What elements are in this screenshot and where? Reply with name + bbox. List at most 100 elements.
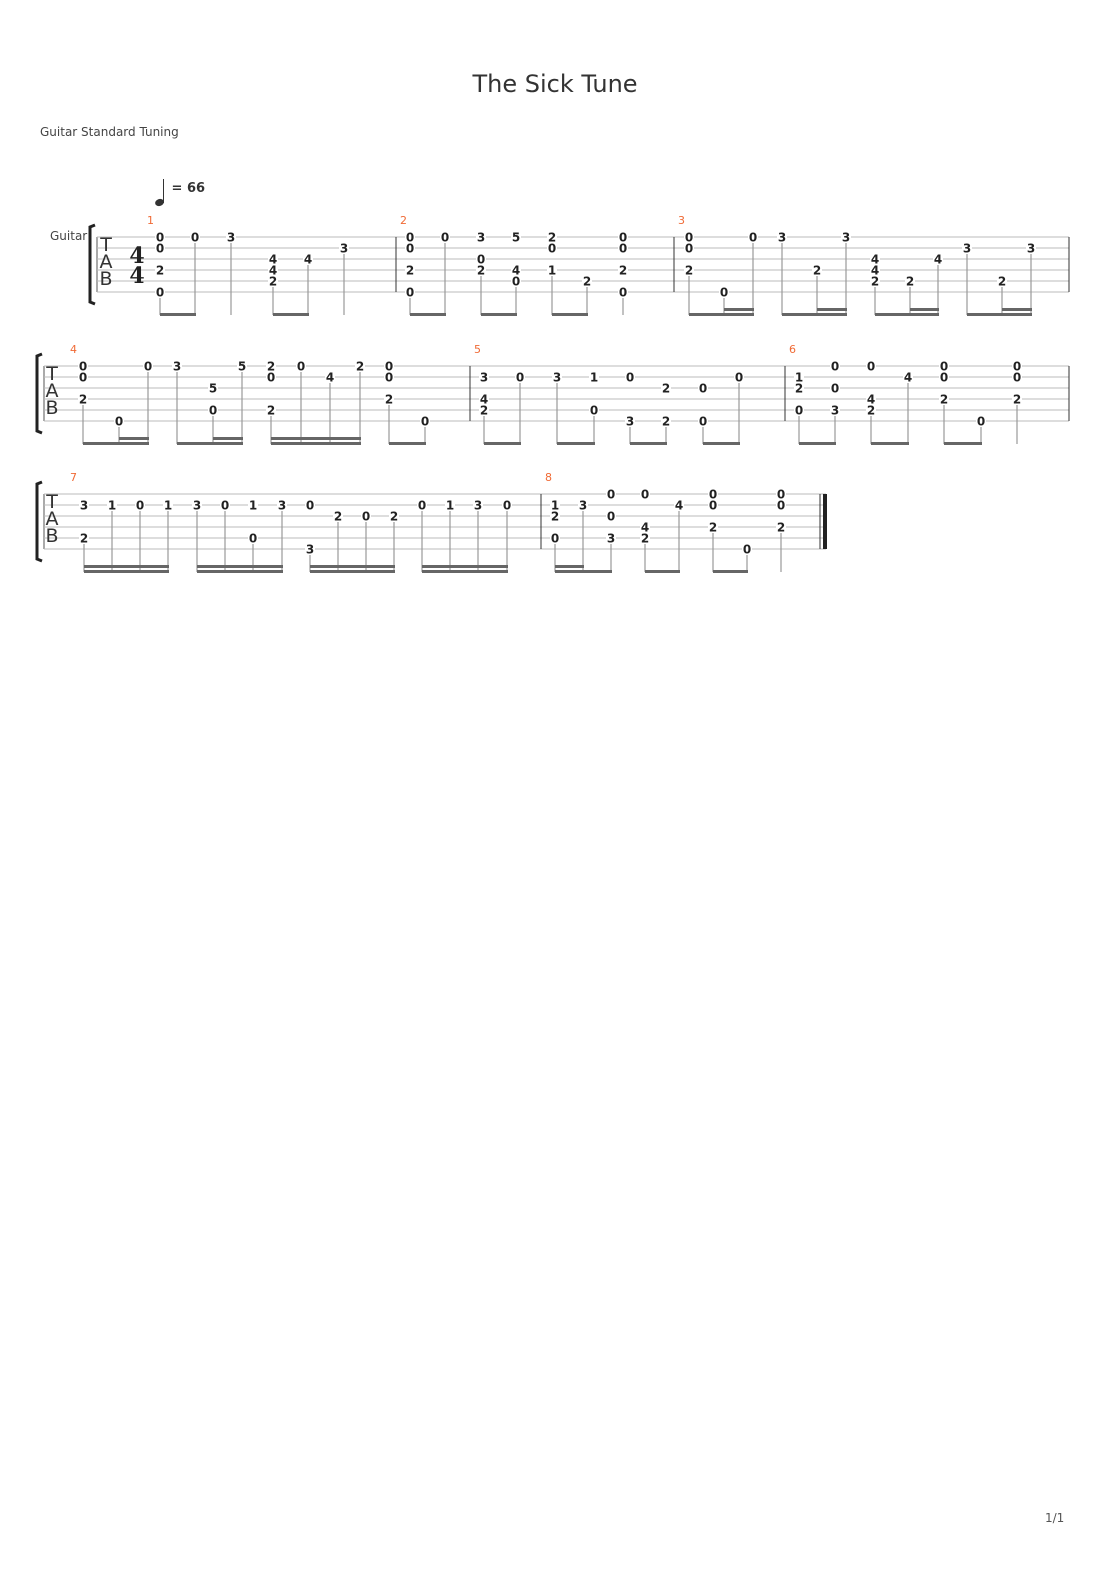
fret-number: 0 [743, 543, 751, 557]
fret-background [155, 265, 165, 275]
beam [197, 570, 283, 573]
beat: 1 [163, 499, 173, 572]
tab-clef-letter: A [100, 251, 113, 273]
fret-number: 0 [709, 499, 717, 513]
beam [703, 442, 740, 445]
instrument-label: Guitar [50, 229, 88, 243]
fret-number: 0 [940, 371, 948, 385]
fret-background [841, 232, 851, 242]
tab-clef-letter: B [45, 525, 58, 547]
fret-background [866, 405, 876, 415]
fret-number: 1 [590, 371, 598, 385]
beam [310, 570, 395, 573]
fret-number: 4 [867, 393, 875, 407]
fret-background [384, 361, 394, 371]
beat: 002 [1012, 360, 1022, 444]
fret-number: 0 [795, 404, 803, 418]
fret-number: 0 [619, 286, 627, 300]
beat: 0 [417, 499, 427, 572]
fret-background [1012, 372, 1022, 382]
fret-background [606, 511, 616, 521]
fret-background [266, 361, 276, 371]
fret-background [511, 276, 521, 286]
fret-number: 0 [156, 231, 164, 245]
fret-number: 3 [173, 360, 181, 374]
beat: 2 [389, 510, 399, 572]
fret-number: 0 [385, 360, 393, 374]
tab-clef-letter: T [99, 234, 112, 256]
measure-number: 7 [70, 471, 77, 484]
fret-number: 2 [80, 532, 88, 546]
fret-number: 0 [831, 382, 839, 396]
fret-background [135, 500, 145, 510]
fret-background [550, 511, 560, 521]
fret-number: 0 [156, 286, 164, 300]
tempo-marking: = 66 [155, 178, 205, 206]
fret-background [933, 254, 943, 264]
beat: 0 [114, 415, 124, 444]
fret-background [1012, 361, 1022, 371]
fret-number: 3 [579, 499, 587, 513]
fret-background [361, 511, 371, 521]
fret-number: 5 [209, 382, 217, 396]
fret-background [719, 287, 729, 297]
fret-background [870, 276, 880, 286]
fret-number: 0 [777, 499, 785, 513]
fret-number: 2 [940, 393, 948, 407]
beat: 0 [515, 371, 525, 444]
beam [782, 313, 847, 316]
secondary-beam [724, 308, 754, 311]
fret-background [962, 243, 972, 253]
beam [422, 570, 508, 573]
beat: 302 [476, 231, 486, 315]
fret-number: 4 [326, 371, 334, 385]
fret-number: 2 [480, 404, 488, 418]
fret-number: 1 [548, 264, 556, 278]
beat: 4 [933, 253, 943, 315]
fret-background [268, 265, 278, 275]
fret-background [296, 361, 306, 371]
measure-number: 8 [545, 471, 552, 484]
beam [271, 442, 361, 445]
fret-background [708, 500, 718, 510]
measure-number: 6 [789, 343, 796, 356]
fret-number: 0 [1013, 371, 1021, 385]
beat: 042 [866, 360, 876, 444]
system-bracket [35, 352, 43, 435]
beat: 0 [734, 371, 744, 444]
fret-background [325, 372, 335, 382]
fret-background [440, 232, 450, 242]
fret-background [547, 243, 557, 253]
fret-background [192, 500, 202, 510]
secondary-beam [817, 308, 847, 311]
fret-background [155, 232, 165, 242]
fret-number: 2 [871, 275, 879, 289]
quarter-note-icon [155, 178, 167, 206]
beam [875, 313, 939, 316]
fret-background [606, 489, 616, 499]
fret-number: 1 [249, 499, 257, 513]
beat: 3 [172, 360, 182, 444]
secondary-beam [310, 565, 395, 568]
fret-background [1026, 243, 1036, 253]
fret-number: 0 [406, 286, 414, 300]
fret-number: 5 [238, 360, 246, 374]
beat: 5 [237, 360, 247, 444]
fret-background [79, 500, 89, 510]
fret-background [143, 361, 153, 371]
beat: 0 [135, 499, 145, 572]
beat: 120 [794, 371, 804, 444]
fret-background [226, 232, 236, 242]
fret-number: 2 [813, 264, 821, 278]
beat: 002 [708, 488, 718, 572]
fret-number: 2 [551, 510, 559, 524]
beam [273, 313, 309, 316]
fret-background [618, 243, 628, 253]
fret-background [625, 416, 635, 426]
beam [630, 442, 667, 445]
fret-number: 0 [619, 242, 627, 256]
fret-number: 0 [441, 231, 449, 245]
fret-background [776, 522, 786, 532]
